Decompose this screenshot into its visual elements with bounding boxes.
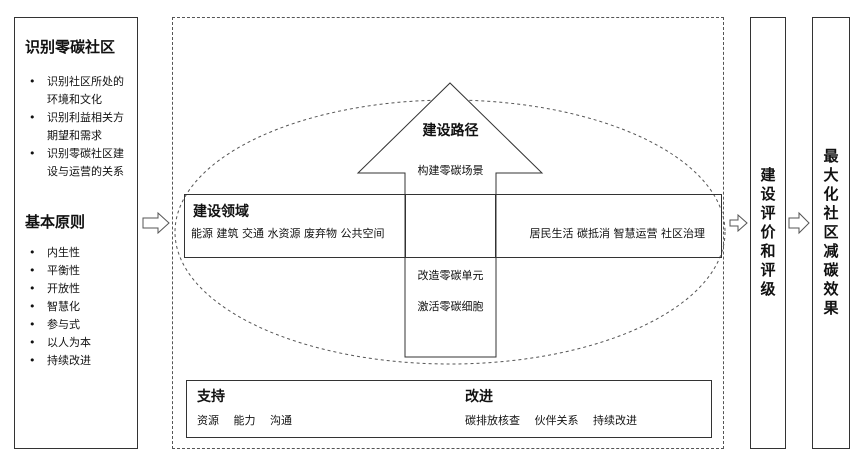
improve-items: 碳排放核查 伙伴关系 持续改进 [465,414,637,427]
dashed-ellipse [174,99,726,365]
list-item: 内生性 [25,244,137,262]
right-arrow-icon [729,213,748,233]
list-item: 持续改进 [25,352,137,370]
evaluation-box: 建设评价和评级 [750,17,786,449]
support-items: 资源 能力 沟通 [197,414,292,427]
result-box: 最大化社区减碳效果 [812,17,850,449]
path-title: 建设路径 [422,123,479,139]
section-principles-title: 基本原则 [25,213,86,231]
domain-left-items: 能源 建筑 交通 水资源 废弃物 公共空间 [191,227,385,240]
right-arrow-icon [788,211,810,235]
identify-list: 识别社区所处的环境和文化 识别利益相关方期望和需求 识别零碳社区建设与运营的关系 [25,73,129,181]
list-item: 识别利益相关方期望和需求 [25,109,129,145]
principles-list: 内生性 平衡性 开放性 智慧化 参与式 以人为本 持续改进 [25,244,137,370]
left-panel: 识别零碳社区 识别社区所处的环境和文化 识别利益相关方期望和需求 识别零碳社区建… [14,17,138,449]
path-step-scene: 构建零碳场景 [417,164,484,177]
list-item: 参与式 [25,316,137,334]
support-title: 支持 [197,389,225,405]
list-item: 识别零碳社区建设与运营的关系 [25,145,129,181]
result-label: 最大化社区减碳效果 [821,147,840,319]
path-step-unit: 改造零碳单元 [417,269,484,282]
construction-domain-box: 建设领域 能源 建筑 交通 水资源 废弃物 公共空间 居民生活 碳抵消 智慧运营… [184,194,722,258]
path-step-cell: 激活零碳细胞 [417,300,484,313]
center-frame [172,17,724,449]
right-arrow-icon [142,211,170,235]
list-item: 平衡性 [25,262,137,280]
support-improve-box: 支持 资源 能力 沟通 改进 碳排放核查 伙伴关系 持续改进 [186,380,712,438]
evaluation-label: 建设评价和评级 [758,166,777,300]
domain-title: 建设领域 [193,204,249,220]
list-item: 识别社区所处的环境和文化 [25,73,129,109]
list-item: 智慧化 [25,298,137,316]
list-item: 开放性 [25,280,137,298]
section-identify-title: 识别零碳社区 [25,38,116,56]
improve-title: 改进 [465,389,493,405]
arrow-shaft-cover [405,195,496,257]
list-item: 以人为本 [25,334,137,352]
domain-right-items: 居民生活 碳抵消 智慧运营 社区治理 [529,227,706,240]
